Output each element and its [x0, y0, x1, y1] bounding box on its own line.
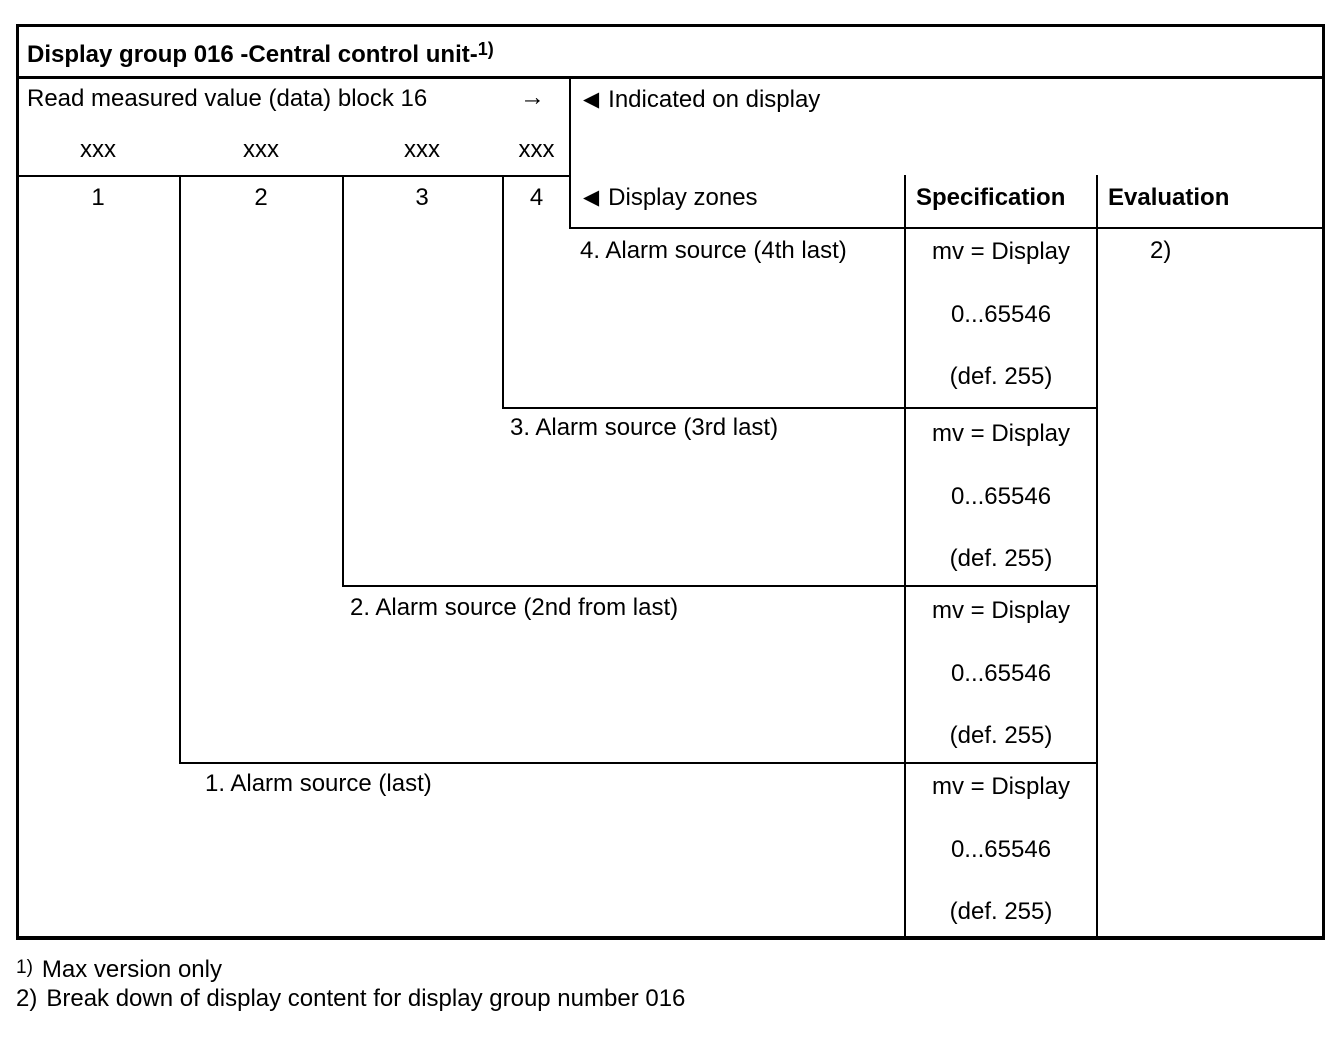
- footnote-2-marker: 2): [16, 985, 38, 1012]
- page-title-text: Display group 016 -Central control unit-: [27, 41, 478, 68]
- byte-number-2: 2: [254, 184, 268, 211]
- footnote-1: 1) Max version only: [16, 956, 222, 984]
- zone-label-4: 4. Alarm source (4th last): [580, 237, 847, 264]
- request-box-right-line: [569, 76, 571, 229]
- indicated-on-display-header: ◀ Indicated on display: [583, 86, 821, 113]
- byte2-column-divider: [342, 175, 344, 587]
- spec-range: 0...65546: [950, 836, 1052, 863]
- spec-cell-row2: mv = Display 0...65546 (def. 255): [906, 588, 1096, 762]
- row2-bottom-line: [179, 762, 1098, 764]
- byte-number-4: 4: [529, 184, 544, 211]
- table-border-bottom: [16, 936, 1325, 940]
- byte1-column-divider: [179, 175, 181, 764]
- spec-value: mv = Display: [931, 420, 1071, 447]
- evaluation-header: Evaluation: [1108, 184, 1230, 211]
- footnote-2: 2) Break down of display content for disp…: [16, 985, 685, 1013]
- evaluation-note: 2): [1150, 237, 1172, 264]
- byte-number-1: 1: [91, 184, 105, 211]
- spec-default: (def. 255): [949, 545, 1053, 572]
- byte-placeholder-3: xxx: [404, 136, 440, 163]
- spec-range: 0...65546: [950, 301, 1052, 328]
- display-zones-header: ◀ Display zones: [583, 184, 758, 211]
- byte-placeholder-1: xxx: [80, 136, 116, 163]
- left-triangle-icon: ◀: [583, 88, 600, 111]
- spec-default: (def. 255): [949, 898, 1053, 925]
- header-bottom-line: [569, 227, 1325, 229]
- spec-range: 0...65546: [950, 483, 1052, 510]
- byte-placeholder-4: xxx: [518, 136, 555, 163]
- spec-cell-row1: mv = Display 0...65546 (def. 255): [906, 764, 1096, 936]
- table-border-top: [16, 24, 1325, 27]
- title-footnote-ref: 1): [477, 39, 494, 59]
- zone-label-3: 3. Alarm source (3rd last): [510, 414, 779, 441]
- indicated-on-display-label: Indicated on display: [608, 86, 821, 113]
- table-border-left: [16, 24, 19, 940]
- title-separator-line: [16, 76, 1325, 79]
- display-zones-label: Display zones: [608, 184, 758, 211]
- request-box-bottom-line: [16, 175, 571, 177]
- spec-value: mv = Display: [931, 597, 1071, 624]
- table-border-right: [1322, 24, 1325, 940]
- row3-bottom-line: [342, 585, 1098, 587]
- evaluation-column-divider: [1096, 175, 1098, 938]
- spec-default: (def. 255): [949, 722, 1053, 749]
- row4-bottom-line: [502, 407, 1098, 409]
- specification-column-divider: [904, 175, 906, 938]
- footnote-1-text: Max version only: [41, 956, 222, 983]
- spec-default: (def. 255): [949, 363, 1053, 390]
- left-triangle-icon: ◀: [583, 186, 600, 209]
- byte-number-3: 3: [415, 184, 429, 211]
- zone-label-2: 2. Alarm source (2nd from last): [350, 594, 679, 621]
- spec-value: mv = Display: [931, 238, 1071, 265]
- byte-placeholder-2: xxx: [243, 136, 279, 163]
- footnote-1-marker: 1): [16, 957, 33, 978]
- specification-header: Specification: [916, 184, 1066, 211]
- spec-cell-row4: mv = Display 0...65546 (def. 255): [906, 229, 1096, 407]
- right-arrow-icon: →: [520, 83, 545, 111]
- read-request-label: Read measured value (data) block 16: [27, 85, 428, 112]
- spec-range: 0...65546: [950, 660, 1052, 687]
- byte3-column-divider: [502, 175, 504, 409]
- zone-label-1: 1. Alarm source (last): [205, 770, 432, 797]
- page-title: Display group 016 -Central control unit-…: [27, 38, 494, 68]
- footnote-2-text: Break down of display content for displa…: [46, 985, 686, 1012]
- spec-cell-row3: mv = Display 0...65546 (def. 255): [906, 411, 1096, 585]
- spec-value: mv = Display: [931, 773, 1071, 800]
